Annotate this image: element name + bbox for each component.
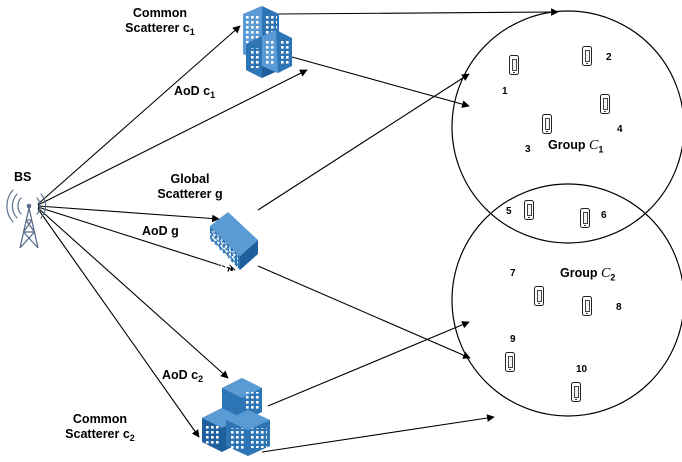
global-scatterer-label: Global Scatterer g	[138, 172, 242, 202]
user-9-number: 9	[510, 334, 516, 345]
link-c1-to-group1-top	[277, 8, 559, 16]
user-2-number: 2	[606, 52, 612, 63]
user-10-smartphone-icon	[571, 382, 581, 402]
group-c2-label: Group C2	[560, 266, 616, 283]
global-scatterer-line1: Global	[170, 172, 210, 186]
global-scatterer-line2: Scatterer g	[157, 187, 223, 201]
common-scatterer-c1-line1: Common	[132, 6, 188, 20]
link-bs-to-global-lower	[37, 206, 236, 272]
aod-c1-label: AoD c1	[174, 84, 216, 100]
link-c2-to-group2-lower	[261, 414, 495, 453]
user-8-number: 8	[616, 302, 622, 313]
bs-label: BS	[14, 170, 32, 184]
user-6-number: 6	[601, 210, 607, 221]
global-scatterer-building-icon	[200, 212, 258, 285]
group-c2-circle	[451, 183, 682, 417]
group-c1-label: Group C1	[548, 138, 604, 155]
user-7-number: 7	[510, 268, 516, 279]
user-4-number: 4	[617, 124, 623, 135]
common-scatterer-c2-building-icon	[202, 378, 270, 456]
user-9-smartphone-icon	[505, 352, 515, 372]
user-3-number: 3	[525, 144, 531, 155]
link-bs-to-c1-lower	[37, 69, 308, 206]
user-1-smartphone-icon	[509, 55, 519, 75]
common-scatterer-c2-line1: Common	[72, 412, 128, 426]
link-bs-to-c1	[37, 25, 241, 205]
base-station-tower-icon	[6, 189, 47, 249]
link-bs-to-global	[37, 205, 220, 223]
common-scatterer-c1-line2: Scatterer c1	[125, 21, 195, 37]
link-bs-to-c2	[37, 207, 229, 379]
common-scatterer-c2-label: Common Scatterer c2	[48, 412, 152, 446]
user-8-smartphone-icon	[582, 296, 592, 316]
user-4-smartphone-icon	[600, 94, 610, 114]
user-7-smartphone-icon	[534, 286, 544, 306]
aod-g-label: AoD g	[142, 224, 179, 238]
link-c1-to-group1	[291, 56, 470, 108]
user-5-smartphone-icon	[524, 200, 534, 220]
link-global-to-group1	[257, 73, 470, 211]
link-global-to-group2	[257, 265, 471, 359]
user-1-number: 1	[502, 86, 508, 97]
user-5-number: 5	[506, 206, 512, 217]
common-scatterer-c1-label: Common Scatterer c1	[112, 6, 208, 40]
group-c1-circle	[451, 10, 682, 244]
user-2-smartphone-icon	[582, 46, 592, 66]
propagation-links	[37, 8, 559, 453]
common-scatterer-c1-building-icon	[243, 6, 292, 78]
link-c2-to-group2	[267, 321, 470, 407]
aod-c2-label: AoD c2	[162, 368, 204, 384]
user-10-number: 10	[576, 364, 588, 375]
common-scatterer-c2-line2: Scatterer c2	[65, 427, 135, 443]
link-bs-to-c2-lower	[37, 208, 200, 438]
user-6-smartphone-icon	[580, 208, 590, 228]
user-3-smartphone-icon	[542, 114, 552, 134]
